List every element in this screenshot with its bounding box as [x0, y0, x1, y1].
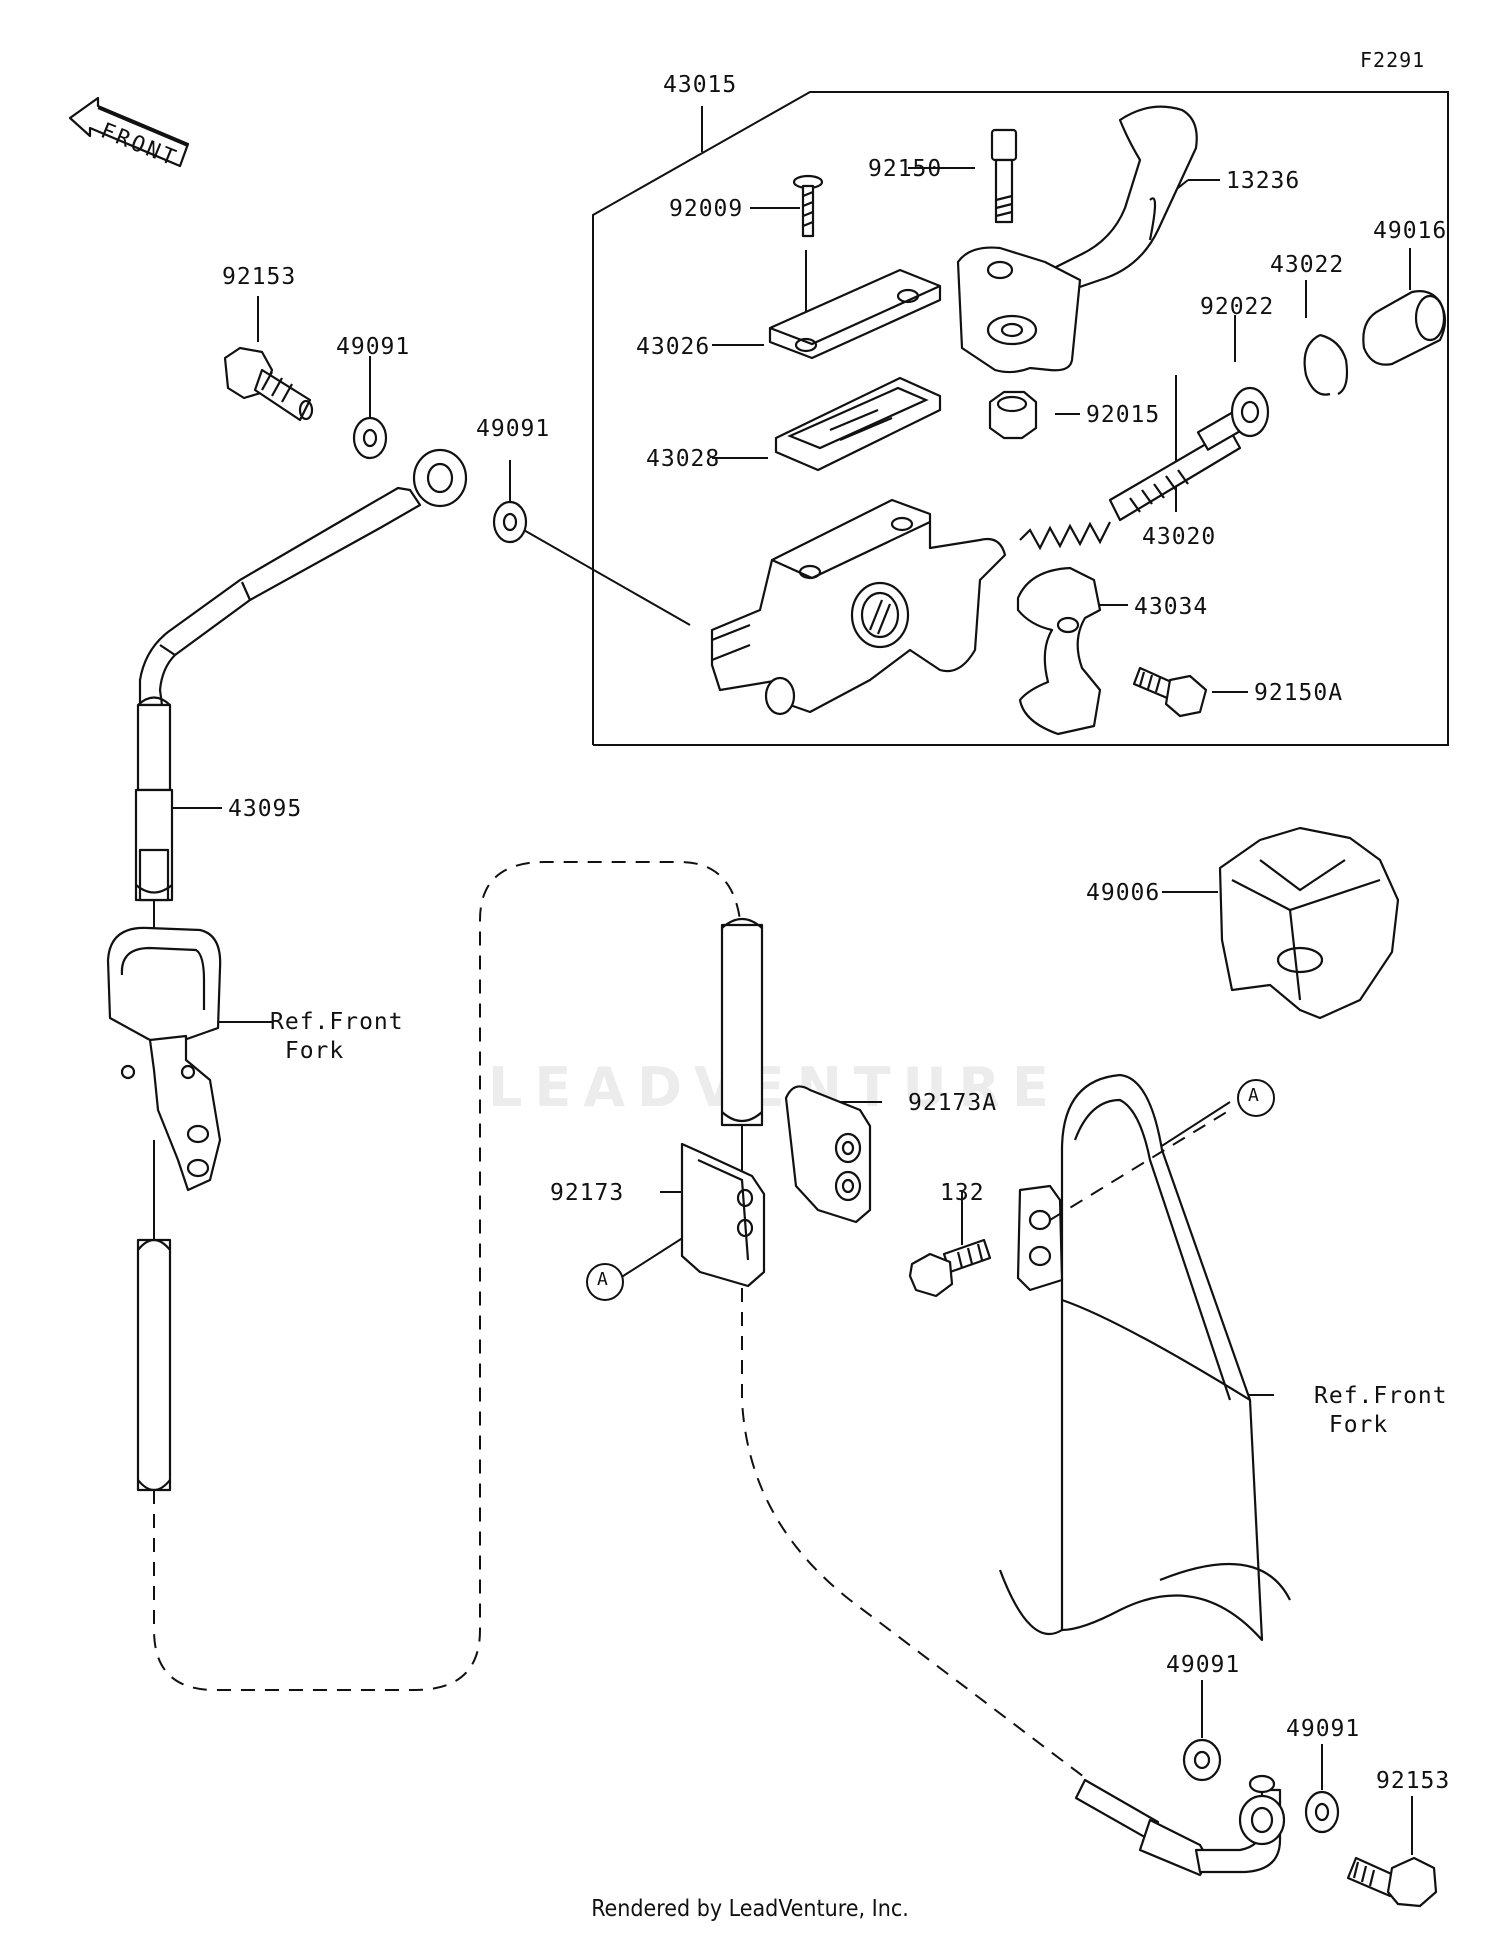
piston-43020 — [1019, 408, 1249, 551]
boot-49016 — [1362, 290, 1447, 366]
front-fork-right — [998, 1073, 1291, 1642]
part-label-49006: 49006 — [1086, 880, 1161, 906]
part-label-13236: 13236 — [1226, 168, 1301, 194]
clamp-92173A — [784, 1085, 872, 1224]
washer-92022 — [1230, 386, 1270, 438]
washer-49091-lower-2 — [1304, 1790, 1340, 1834]
part-label-43095: 43095 — [228, 796, 303, 822]
banjo-bolt-92153-top — [223, 346, 314, 422]
callout-circle-a-right — [1237, 1079, 1275, 1117]
part-label-43022: 43022 — [1270, 252, 1345, 278]
part-label-49091-top: 49091 — [336, 334, 411, 360]
callout-circle-a-left — [586, 1263, 624, 1301]
washer-49091-lower-1 — [1182, 1738, 1222, 1782]
fork-bracket — [1016, 1184, 1064, 1292]
part-label-132: 132 — [940, 1180, 985, 1206]
part-label-43034: 43034 — [1134, 594, 1209, 620]
callout-a-right: A — [1248, 1085, 1260, 1106]
cap-43026 — [768, 268, 942, 360]
hose-clamp-left — [106, 926, 222, 1192]
nut-92015 — [988, 390, 1038, 440]
washer-49091-top-hole — [362, 428, 378, 448]
part-label-92150: 92150 — [868, 156, 943, 182]
diagram-code: F2291 — [1360, 48, 1426, 72]
footer-credit: Rendered by LeadVenture, Inc. — [591, 1896, 909, 1922]
hose-lower-fitting — [1074, 1774, 1286, 1877]
washer-49091-mid-hole — [502, 512, 518, 532]
part-label-92009: 92009 — [669, 196, 744, 222]
part-label-43026: 43026 — [636, 334, 711, 360]
clamp-43034 — [1016, 566, 1102, 736]
part-label-92153-top: 92153 — [222, 264, 297, 290]
master-cylinder-body — [710, 498, 1007, 716]
part-label-43015: 43015 — [663, 72, 738, 98]
part-label-92022: 92022 — [1200, 294, 1275, 320]
lever-holder — [956, 246, 1082, 374]
washer-49091-top — [352, 416, 388, 460]
ref-front-fork-right: Ref.Front Fork — [1314, 1383, 1448, 1438]
part-label-92150A: 92150A — [1254, 680, 1344, 706]
part-label-92153-bottom: 92153 — [1376, 1768, 1451, 1794]
part-label-92015: 92015 — [1086, 402, 1161, 428]
front-arrow-icon: FRONT — [68, 96, 190, 172]
hose-center — [720, 917, 764, 1175]
part-label-92173: 92173 — [550, 1180, 625, 1206]
callout-a-left: A — [597, 1269, 609, 1290]
part-label-43028: 43028 — [646, 446, 721, 472]
banjo-bolt-92153-bottom — [1346, 1856, 1438, 1908]
snap-ring-43022 — [1303, 333, 1349, 396]
part-label-49016: 49016 — [1373, 218, 1448, 244]
guard-49006 — [1218, 826, 1400, 1020]
lever-13236 — [1028, 105, 1198, 302]
washer-49091-lower-2-hole — [1314, 1802, 1330, 1822]
hose-routing-lower-dashed — [741, 1288, 1089, 1781]
washer-49091-lower-1-hole — [1193, 1750, 1211, 1770]
bolt-132 — [908, 1238, 992, 1298]
assembly-43015-box — [592, 91, 1449, 746]
hose-43095-upper — [134, 448, 468, 960]
part-label-92173A: 92173A — [908, 1090, 998, 1116]
part-label-49091-mid: 49091 — [476, 416, 551, 442]
watermark: LEADVENTURE — [488, 1056, 1061, 1119]
diaphragm-43028 — [774, 376, 942, 472]
hose-routing-dashed — [153, 861, 741, 1691]
screw-92009 — [792, 174, 824, 238]
hose-lower-left — [136, 1140, 172, 1492]
part-label-49091-lower-2: 49091 — [1286, 1716, 1361, 1742]
part-label-49091-lower-1: 49091 — [1166, 1652, 1241, 1678]
bolt-92150A — [1132, 666, 1208, 718]
clamp-92173 — [680, 1142, 766, 1288]
part-label-43020: 43020 — [1142, 524, 1217, 550]
ref-front-fork-left: Ref.Front Fork — [270, 1009, 404, 1064]
ref-a-dashed — [1049, 1109, 1231, 1221]
bolt-92150 — [990, 128, 1018, 224]
washer-49091-mid — [492, 500, 528, 544]
